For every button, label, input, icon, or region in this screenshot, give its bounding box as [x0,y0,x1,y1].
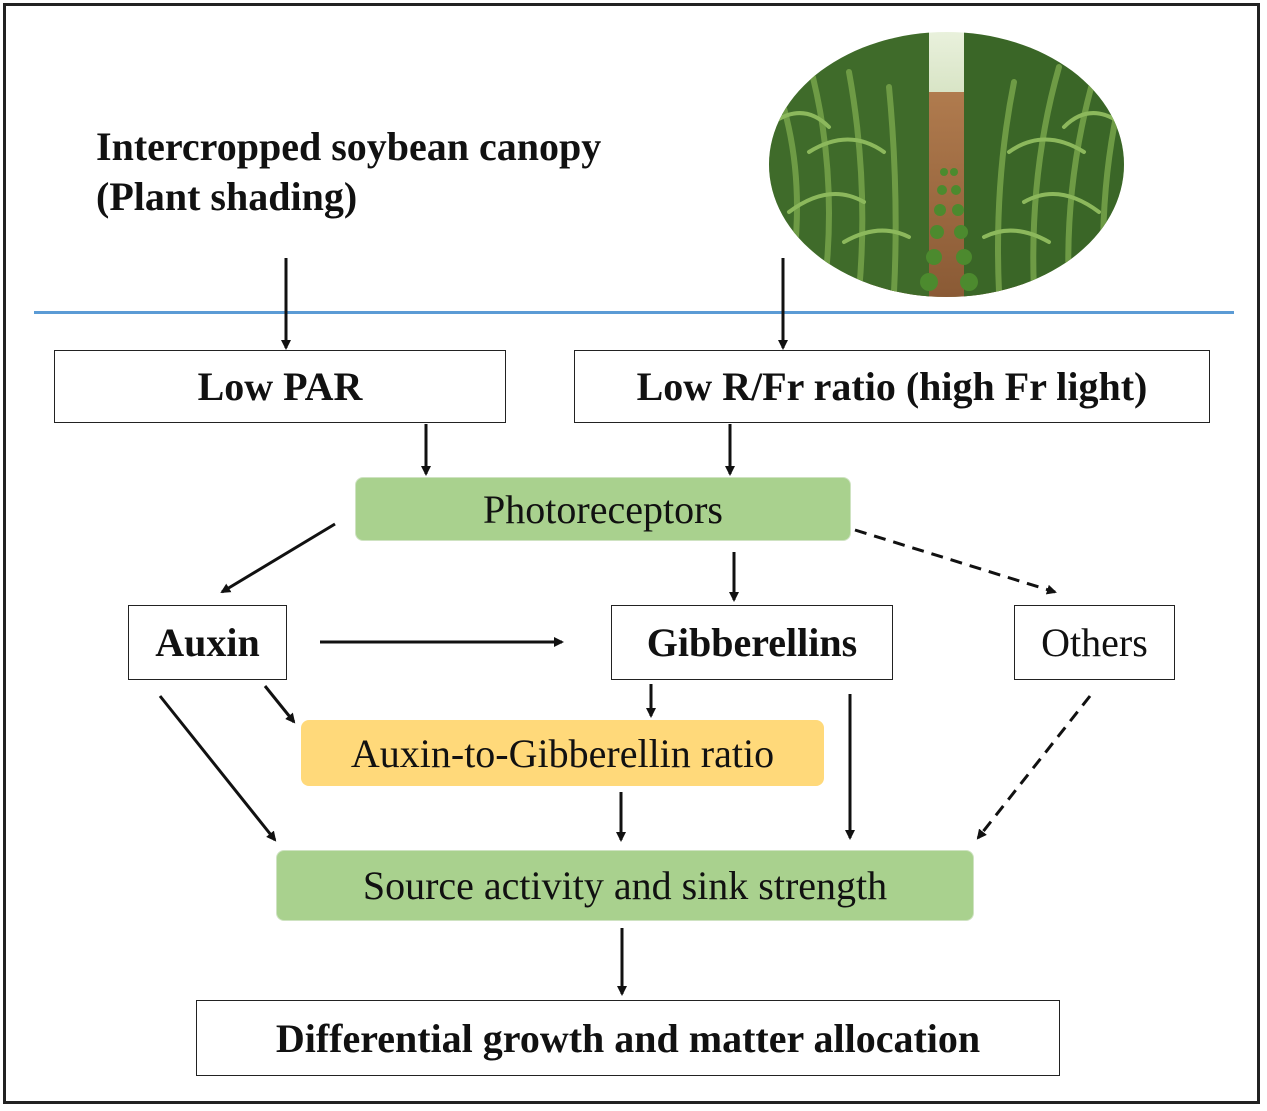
arrow-photoreceptors-to-others [854,528,1057,595]
section-divider [34,311,1234,314]
outcome-box: Differential growth and matter allocatio… [196,1000,1060,1076]
low-rfr-box: Low R/Fr ratio (high Fr light) [574,350,1210,423]
canopy-title-line1: Intercropped soybean canopy [96,124,602,169]
source-sink-label: Source activity and sink strength [362,863,888,908]
arrow-photoreceptors-to-auxin [220,522,336,594]
others-box: Others [1014,605,1175,680]
arrow-auxin-to-source-sink [158,695,277,842]
gibberellins-label: Gibberellins [646,620,858,665]
others-label: Others [1041,620,1148,665]
maize-soybean-intercrop-photo [769,32,1124,297]
photoreceptors-box: Photoreceptors [355,477,851,541]
gibberellins-box: Gibberellins [611,605,893,680]
auxin-label: Auxin [155,620,260,665]
outcome-label: Differential growth and matter allocatio… [275,1015,981,1061]
photoreceptors-label: Photoreceptors [483,486,723,532]
source-sink-box: Source activity and sink strength [276,850,974,921]
low-rfr-label: Low R/Fr ratio (high Fr light) [636,364,1148,409]
ratio-box: Auxin-to-Gibberellin ratio [301,720,824,786]
canopy-title-line2: (Plant shading) [96,174,358,219]
auxin-box: Auxin [128,605,287,680]
arrow-others-to-source-sink [976,695,1092,840]
ratio-label: Auxin-to-Gibberellin ratio [350,730,775,776]
arrow-auxin-to-ratio [263,685,296,724]
canopy-title: Intercropped soybean canopy (Plant shadi… [96,122,601,222]
low-par-label: Low PAR [197,364,363,409]
low-par-box: Low PAR [54,350,506,423]
